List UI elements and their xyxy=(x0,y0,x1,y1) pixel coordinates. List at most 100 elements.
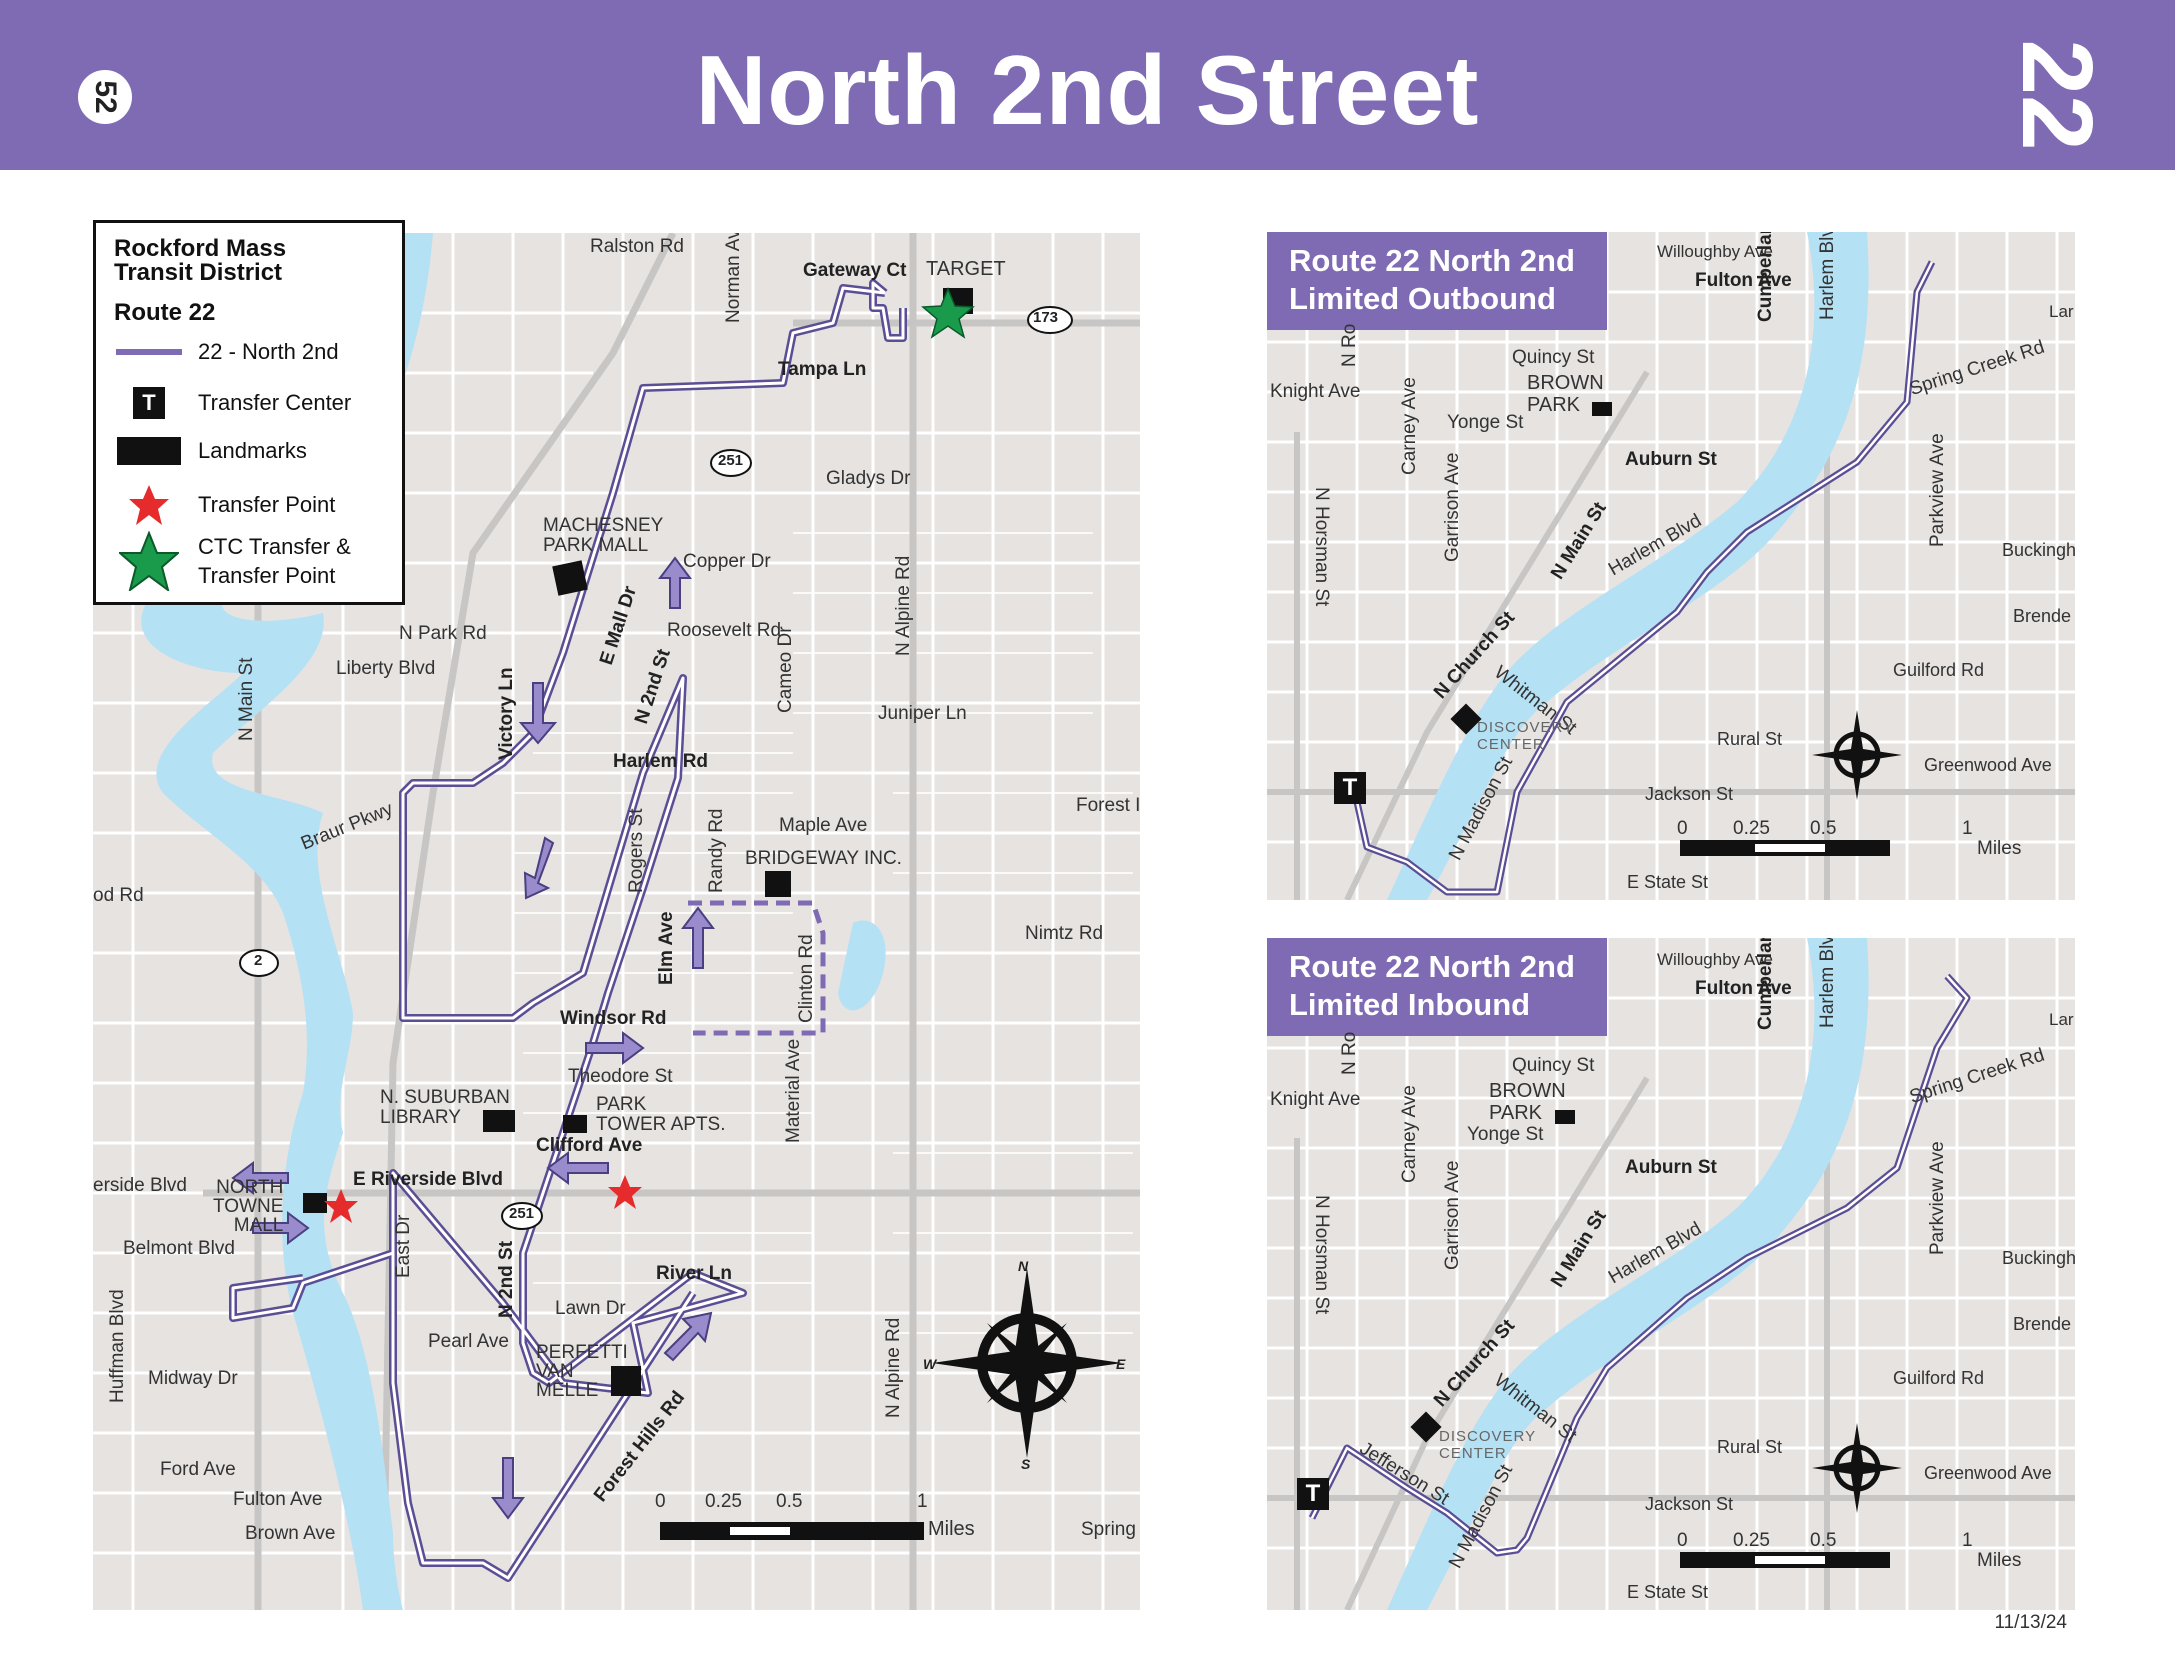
route-22-line-outbound xyxy=(1353,260,1936,896)
i-carney: Carney Ave xyxy=(1399,1085,1420,1183)
street-brown: Brown Ave xyxy=(245,1523,336,1544)
i-e-state: E State St xyxy=(1627,1582,1709,1602)
route-limited-dashed xyxy=(688,900,826,1036)
landmark-icon xyxy=(114,437,184,465)
o-buckingh: Buckingh xyxy=(2002,540,2075,560)
street-tampa: Tampa Ln xyxy=(778,359,867,380)
i-lar: Lar xyxy=(2049,1010,2074,1029)
landmark-icon-target xyxy=(943,288,973,314)
transfer-center-icon-outbound: T xyxy=(1334,772,1366,804)
page-title: North 2nd Street xyxy=(695,35,1480,145)
landmark-icon-brown-park-inbound xyxy=(1555,1110,1575,1124)
street-victory: Victory Ln xyxy=(496,667,517,760)
landmark-bridgeway-label: BRIDGEWAY INC. xyxy=(745,848,902,869)
i-scale-05: 0.5 xyxy=(1810,1530,1837,1551)
street-n-2nd-south: N 2nd St xyxy=(496,1240,517,1318)
scale-025: 0.25 xyxy=(705,1491,742,1512)
landmark-target: TARGET xyxy=(926,258,1006,280)
legend-route: Route 22 xyxy=(114,299,216,326)
o-auburn: Auburn St xyxy=(1625,449,1717,470)
i-jackson: Jackson St xyxy=(1645,1494,1734,1514)
inset-compass-icon xyxy=(1812,710,1902,800)
street-clinton: Clinton Rd xyxy=(796,934,817,1023)
landmark-icon-machesney xyxy=(552,560,588,596)
street-alpine-north: N Alpine Rd xyxy=(893,555,914,656)
street-rogers: Rogers St xyxy=(626,808,647,893)
i-knight: Knight Ave xyxy=(1270,1089,1361,1110)
o-scale-miles: Miles xyxy=(1977,838,2022,859)
street-lawn: Lawn Dr xyxy=(555,1298,626,1319)
o-harlem-blvd-v: Harlem Blvd xyxy=(1817,232,1838,320)
o-fulton: Fulton Ave xyxy=(1695,270,1792,291)
legend-item-transfer-center: T Transfer Center xyxy=(114,387,351,419)
o-n-horsman: N Horsman St xyxy=(1311,487,1332,607)
street-riverside-west: erside Blvd xyxy=(93,1175,187,1196)
o-lar: Lar xyxy=(2049,302,2074,321)
o-rural: Rural St xyxy=(1717,729,1783,749)
route-22-line-inbound xyxy=(1308,973,1971,1557)
street-windsor: Windsor Rd xyxy=(560,1008,667,1029)
o-parkview: Parkview Ave xyxy=(1927,433,1948,547)
street-roosevelt: Roosevelt Rd xyxy=(667,620,782,641)
landmark-icon-north-towne xyxy=(303,1193,327,1213)
street-n-main: N Main St xyxy=(236,657,257,741)
map-legend: Rockford Mass Transit District Route 22 … xyxy=(93,220,405,605)
street-material: Material Ave xyxy=(783,1038,804,1143)
street-pearl: Pearl Ave xyxy=(428,1331,509,1352)
o-cumberland: Cumberland St xyxy=(1755,232,1776,322)
compass-w: W xyxy=(923,1356,937,1372)
street-copper: Copper Dr xyxy=(683,551,771,572)
o-scale-0: 0 xyxy=(1677,818,1688,839)
street-harlem: Harlem Rd xyxy=(613,751,709,772)
street-nimtz: Nimtz Rd xyxy=(1025,923,1104,944)
i-greenwood: Greenwood Ave xyxy=(1924,1463,2052,1483)
o-guilford: Guilford Rd xyxy=(1893,660,1985,680)
street-river: River Ln xyxy=(656,1263,733,1284)
o-nro: N Ro xyxy=(1339,323,1360,367)
route-shields xyxy=(239,306,1073,1230)
route-251-shield-south: 251 xyxy=(509,1205,535,1222)
street-liberty: Liberty Blvd xyxy=(336,658,436,679)
scale-0: 0 xyxy=(655,1491,666,1512)
header-bar: 52 North 2nd Street 22 xyxy=(0,0,2175,170)
street-alpine-south: N Alpine Rd xyxy=(883,1317,904,1418)
legend-item-route-line: 22 - North 2nd xyxy=(114,339,339,365)
compass-rose-icon xyxy=(932,1268,1122,1458)
o-garrison: Garrison Ave xyxy=(1442,452,1463,562)
street-gateway: Gateway Ct xyxy=(803,260,907,281)
o-jackson: Jackson St xyxy=(1645,784,1734,804)
revision-date: 11/13/24 xyxy=(1994,1612,2067,1633)
i-scale-0: 0 xyxy=(1677,1530,1688,1551)
green-star-icon xyxy=(114,531,184,591)
street-od: od Rd xyxy=(93,885,144,906)
o-yonge: Yonge St xyxy=(1447,412,1524,433)
street-maple: Maple Ave xyxy=(779,815,868,836)
legend-item-landmarks: Landmarks xyxy=(114,437,307,465)
inset-inbound-graphics xyxy=(1267,938,2075,1610)
street-clifford: Clifford Ave xyxy=(536,1135,643,1156)
street-cameo: Cameo Dr xyxy=(775,626,796,713)
i-buckingh: Buckingh xyxy=(2002,1248,2075,1268)
street-norman: Norman Ave xyxy=(723,233,744,323)
o-e-state: E State St xyxy=(1627,872,1709,892)
direction-arrows xyxy=(231,556,715,1520)
i-scale-miles: Miles xyxy=(1977,1550,2022,1571)
route-173-shield: 173 xyxy=(1033,309,1059,326)
legend-item-transfer-point: Transfer Point xyxy=(114,483,335,527)
scale-bar-graphic xyxy=(660,1522,924,1540)
inset-outbound-graphics xyxy=(1267,232,2075,900)
street-ralston: Ralston Rd xyxy=(590,236,684,257)
street-forest: Forest I xyxy=(1076,795,1140,816)
compass-e: E xyxy=(1116,1356,1126,1372)
i-harlem-blvd-v: Harlem Blvd xyxy=(1817,938,1838,1028)
street-randy: Randy Rd xyxy=(706,808,727,894)
street-theodore: Theodore St xyxy=(568,1066,673,1087)
i-cumberland: Cumberland St xyxy=(1755,938,1776,1030)
route-number: 22 xyxy=(2001,39,2114,151)
